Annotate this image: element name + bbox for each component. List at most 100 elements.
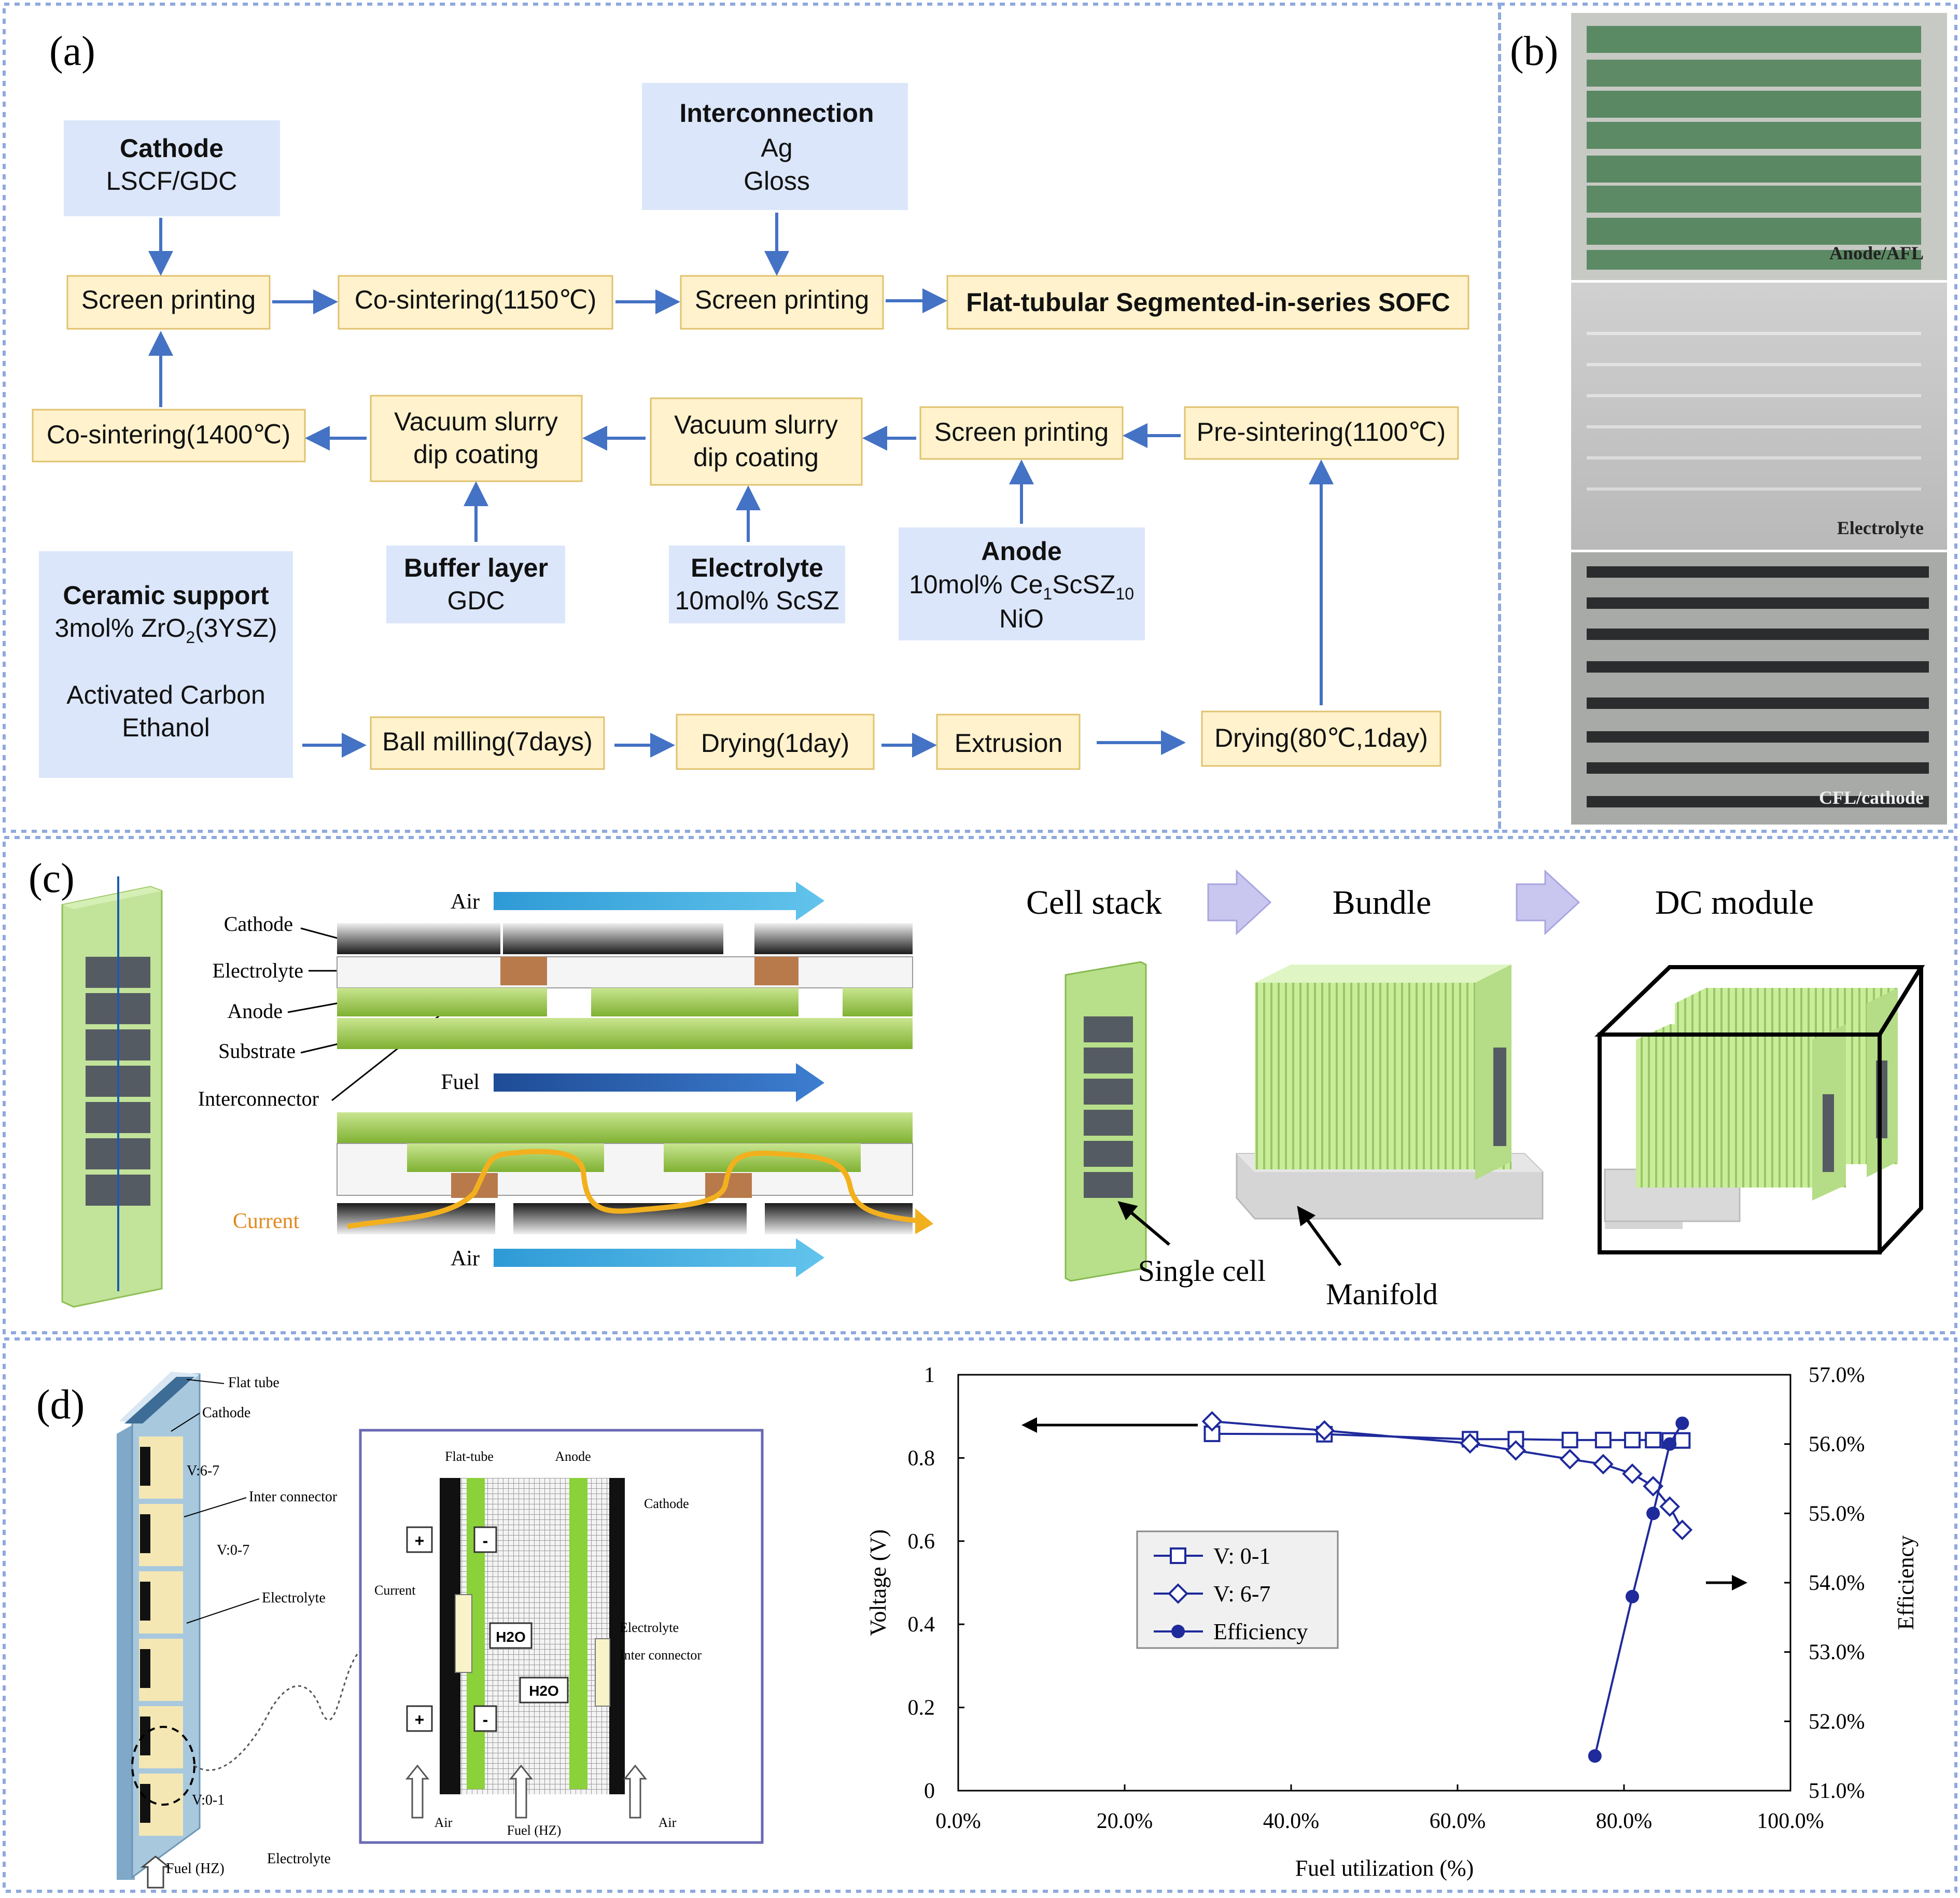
data-point-efficiency — [1626, 1589, 1640, 1603]
screen-printing-3: Screen printing — [934, 417, 1109, 446]
zoom-current: Current — [374, 1583, 416, 1598]
buffer-box — [386, 546, 565, 623]
flat-tube-stack — [117, 1372, 363, 1889]
zoom-air-right: Air — [659, 1815, 677, 1830]
y-tick-label: 0.4 — [908, 1613, 935, 1637]
data-point-v-6-7 — [1505, 1440, 1527, 1461]
c-air-top: Air — [451, 890, 480, 914]
stage-arrow-1 — [1207, 869, 1272, 936]
d-cathode: Cathode — [202, 1405, 250, 1421]
presinter: Pre-sintering(1100℃) — [1197, 417, 1446, 446]
interconnection-title: Interconnection — [679, 99, 874, 128]
data-point-v-0-1 — [1645, 1431, 1662, 1448]
vacuum-2-line1: Vacuum slurry — [674, 410, 838, 439]
cathode-sub: LSCF/GDC — [106, 166, 237, 196]
air-arrow-top — [494, 882, 824, 920]
panel-label-c: (c) — [29, 856, 75, 901]
c-label-interconnector: Interconnector — [198, 1087, 319, 1110]
d-inter-connector: Inter connector — [249, 1489, 338, 1505]
extrusion: Extrusion — [955, 729, 1062, 758]
data-point-v-6-7 — [1672, 1519, 1693, 1540]
vacuum-2-line2: dip coating — [693, 443, 819, 472]
x-tick-label: 20.0% — [1097, 1809, 1153, 1833]
zoom-electrolyte: Electrolyte — [620, 1620, 679, 1635]
vacuum-1-line2: dip coating — [413, 440, 539, 469]
data-point-v-6-7 — [1659, 1496, 1681, 1517]
zoom-minus-2: - — [483, 1710, 488, 1729]
panel-label-b: (b) — [1510, 29, 1558, 74]
electrolyte-sub: 10mol% ScSZ — [675, 586, 839, 615]
d-v67: V:6-7 — [187, 1463, 219, 1479]
zoom-cathode: Cathode — [644, 1496, 689, 1511]
panel-c-border — [3, 836, 1957, 1334]
interconnection-line1: Ag — [761, 133, 792, 162]
legend-marker-efficiency — [1171, 1625, 1185, 1638]
vacuum-1-box — [370, 395, 583, 482]
electrolyte-title: Electrolyte — [691, 553, 823, 582]
anode-title: Anode — [981, 537, 1062, 566]
zoom-detail — [359, 1429, 764, 1844]
zoom-anode: Anode — [555, 1449, 591, 1464]
fuel-utilization-chart: 0.0%20.0%40.0%60.0%80.0%100.0%00.20.40.6… — [865, 1363, 1919, 1881]
ball-milling: Ball milling(7days) — [382, 727, 593, 756]
zoom-plus-2: + — [415, 1710, 425, 1729]
y-tick-label: 0.8 — [908, 1446, 935, 1470]
c-current-label: Current — [233, 1209, 300, 1233]
screen-printing-1: Screen printing — [81, 285, 256, 314]
d-fuel-hz: Fuel (HZ) — [166, 1861, 225, 1877]
data-point-v-0-1 — [1674, 1432, 1691, 1449]
data-point-v-0-1 — [1624, 1431, 1641, 1448]
data-point-v-0-1 — [1561, 1431, 1578, 1448]
stage-cell-stack: Cell stack — [1026, 884, 1162, 922]
cathode-box — [64, 120, 280, 216]
ceramic-line1: 3mol% ZrO2(3YSZ) — [55, 613, 277, 647]
photo-cfl-cathode: CFL/cathode — [1571, 552, 1947, 825]
drying-80: Drying(80℃,1day) — [1214, 723, 1428, 752]
data-point-v-6-7 — [1201, 1411, 1223, 1432]
chart-ylabel: Voltage (V) — [865, 1529, 891, 1636]
stage-bundle: Bundle — [1333, 884, 1432, 922]
panel-label-a: (a) — [49, 29, 95, 74]
final-box — [946, 275, 1469, 330]
c-air-bottom: Air — [451, 1247, 480, 1271]
final-product: Flat-tubular Segmented-in-series SOFC — [966, 288, 1450, 317]
d-leaders — [171, 1379, 260, 1624]
data-point-efficiency — [1588, 1749, 1602, 1763]
c-label-cathode: Cathode — [224, 912, 293, 936]
zoom-h2o-2: H2O — [529, 1683, 559, 1699]
zoom-inter-connector: Inter connector — [620, 1648, 702, 1663]
y-tick-label: 0 — [924, 1779, 935, 1803]
x-tick-label: 60.0% — [1430, 1809, 1486, 1833]
zoom-air-left: Air — [435, 1815, 453, 1830]
d-electrolyte: Electrolyte — [262, 1590, 326, 1606]
ball-milling-box — [370, 716, 605, 770]
screen-printing-3-box — [919, 406, 1124, 460]
y2-tick-label: 52.0% — [1809, 1710, 1865, 1734]
zoom-plus-1: + — [415, 1531, 425, 1550]
ceramic-line2: Activated Carbon — [66, 680, 265, 709]
x-tick-label: 40.0% — [1263, 1809, 1320, 1833]
y-tick-label: 1 — [924, 1363, 935, 1387]
vacuum-1-line1: Vacuum slurry — [394, 407, 558, 436]
y2-tick-label: 56.0% — [1809, 1433, 1865, 1457]
y2-tick-label: 54.0% — [1809, 1571, 1865, 1595]
stage-arrow-2 — [1516, 869, 1580, 936]
screen-printing-2: Screen printing — [695, 285, 869, 314]
svg-text:Anode/AFL: Anode/AFL — [1829, 243, 1924, 263]
y-tick-label: 0.6 — [908, 1530, 935, 1554]
data-point-v-6-7 — [1593, 1454, 1614, 1475]
photo-anode-afl: Anode/AFL — [1571, 13, 1947, 280]
data-point-efficiency — [1663, 1437, 1677, 1451]
anode-box — [899, 527, 1145, 640]
y2-tick-label: 57.0% — [1809, 1363, 1865, 1387]
photo-electrolyte: Electrolyte — [1571, 283, 1947, 550]
cross-section-top — [337, 923, 913, 1049]
legend-label-v-0-1: V: 0-1 — [1213, 1543, 1270, 1569]
cross-section-bottom — [337, 1112, 933, 1234]
zoom-fuel: Fuel (HZ) — [507, 1823, 562, 1838]
screen-printing-1-box — [66, 275, 271, 330]
c-label-electrolyte: Electrolyte — [213, 959, 303, 982]
ceramic-box — [39, 551, 293, 778]
d-electrolyte-bottom: Electrolyte — [267, 1851, 331, 1867]
ceramic-line3: Ethanol — [122, 713, 210, 742]
